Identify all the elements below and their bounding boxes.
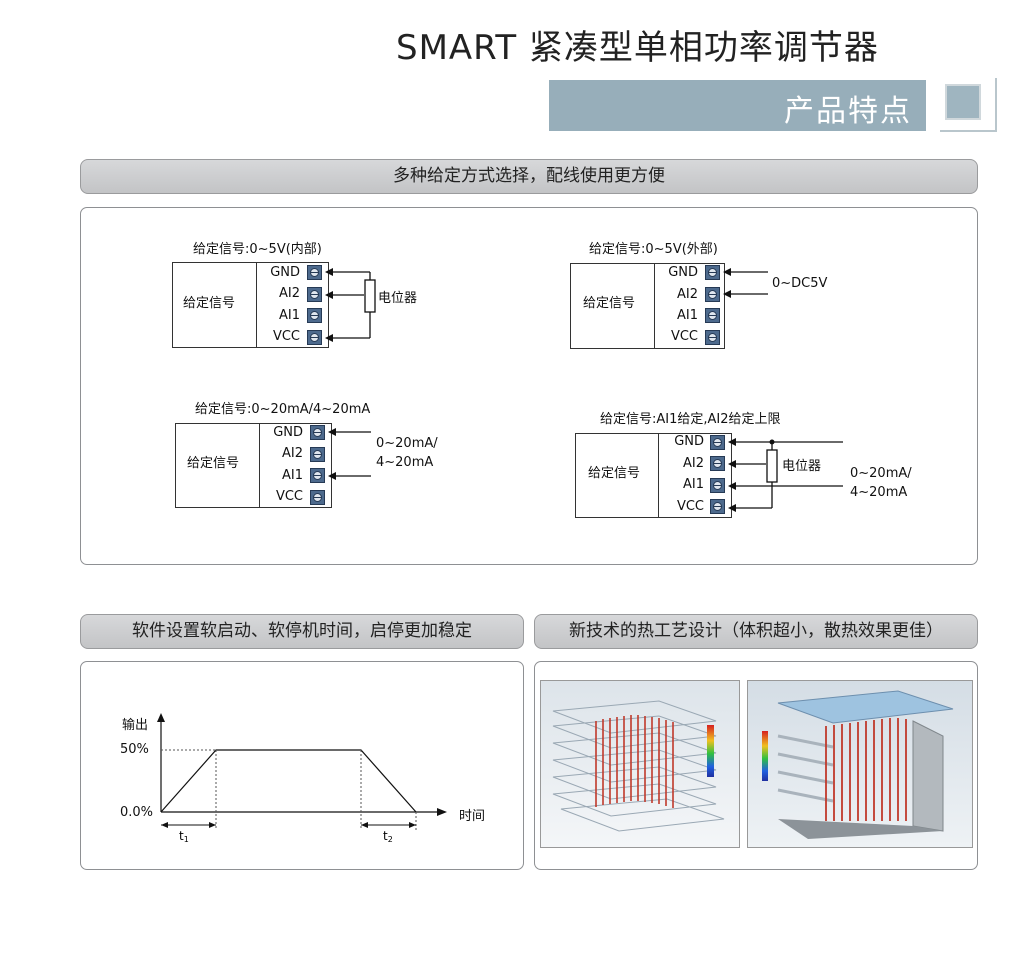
terminal-screw-icon <box>307 330 322 345</box>
current-range-label: 4~20mA <box>850 485 908 500</box>
diagram-caption: 给定信号:0~5V(外部) <box>589 242 718 257</box>
section-heading-thermal-design: 新技术的热工艺设计（体积超小，散热效果更佳） <box>534 614 978 649</box>
diagram-caption: 给定信号:0~5V(内部) <box>193 242 322 257</box>
terminal-screw-icon <box>705 308 720 323</box>
diagram-caption: 给定信号:AI1给定,AI2给定上限 <box>600 412 781 427</box>
wiring-diagram-box <box>175 423 332 508</box>
terminal-label: VCC <box>676 499 704 514</box>
y-high-tick: 50% <box>120 742 149 757</box>
terminal-screw-icon <box>710 478 725 493</box>
wiring-diagram-box <box>575 433 732 518</box>
terminal-label: AI2 <box>683 456 704 471</box>
voltage-source-label: 0~DC5V <box>772 276 828 291</box>
y-axis-label: 输出 <box>122 718 149 733</box>
box-label: 给定信号 <box>183 296 236 311</box>
section-heading-soft-start: 软件设置软启动、软停机时间，启停更加稳定 <box>80 614 524 649</box>
diagram-caption: 给定信号:0~20mA/4~20mA <box>195 402 371 417</box>
terminal-screw-icon <box>307 287 322 302</box>
soft-start-ramp-chart: t1 t2 <box>157 713 447 844</box>
terminal-screw-icon <box>310 468 325 483</box>
terminal-label: AI2 <box>677 287 698 302</box>
corner-decoration <box>940 78 997 132</box>
current-range-label: 4~20mA <box>376 455 434 470</box>
wiring-diagram-box <box>172 262 329 348</box>
feature-banner-label: 产品特点 <box>784 94 912 129</box>
t2-label: t2 <box>383 829 393 844</box>
potentiometer-current-wiring <box>728 438 843 512</box>
terminal-screw-icon <box>705 330 720 345</box>
terminal-label: AI1 <box>282 468 303 483</box>
terminal-label: GND <box>668 265 698 280</box>
terminal-screw-icon <box>310 425 325 440</box>
x-axis-label: 时间 <box>459 809 486 824</box>
terminal-screw-icon <box>705 265 720 280</box>
potentiometer-label: 电位器 <box>782 459 822 474</box>
terminal-label: GND <box>270 265 300 280</box>
section-heading-signal-modes: 多种给定方式选择，配线使用更方便 <box>80 159 978 194</box>
external-voltage-wiring <box>723 268 768 298</box>
box-label: 给定信号 <box>583 296 636 311</box>
potentiometer-wiring <box>325 268 376 342</box>
thermal-simulation-image-1 <box>540 680 740 848</box>
terminal-label: AI2 <box>282 446 303 461</box>
terminal-label: GND <box>674 434 704 449</box>
feature-banner: 产品特点 <box>549 80 926 131</box>
thermal-simulation-image-2 <box>747 680 973 848</box>
terminal-screw-icon <box>710 456 725 471</box>
corner-square-icon <box>945 84 981 120</box>
terminal-screw-icon <box>310 447 325 462</box>
current-range-label: 0~20mA/ <box>376 436 438 451</box>
box-label: 给定信号 <box>588 466 641 481</box>
terminal-screw-icon <box>710 499 725 514</box>
soft-start-panel <box>80 661 524 870</box>
terminal-label: GND <box>273 425 303 440</box>
terminal-label: AI1 <box>683 477 704 492</box>
current-range-label: 0~20mA/ <box>850 466 912 481</box>
terminal-label: VCC <box>670 329 698 344</box>
terminal-label: AI1 <box>279 308 300 323</box>
terminal-screw-icon <box>710 435 725 450</box>
signal-modes-panel <box>80 207 978 565</box>
terminal-screw-icon <box>310 490 325 505</box>
terminal-label: AI2 <box>279 286 300 301</box>
terminal-label: VCC <box>275 489 303 504</box>
t1-label: t1 <box>179 829 189 844</box>
terminal-label: VCC <box>272 329 300 344</box>
potentiometer-label: 电位器 <box>378 291 418 306</box>
y-low-tick: 0.0% <box>120 805 154 820</box>
terminal-screw-icon <box>307 265 322 280</box>
page-title: SMART 紧凑型单相功率调节器 <box>396 28 879 68</box>
wiring-diagram-box <box>570 263 725 349</box>
terminal-screw-icon <box>705 287 720 302</box>
current-input-wiring <box>328 428 371 480</box>
terminal-screw-icon <box>307 308 322 323</box>
terminal-label: AI1 <box>677 308 698 323</box>
box-label: 给定信号 <box>187 456 240 471</box>
